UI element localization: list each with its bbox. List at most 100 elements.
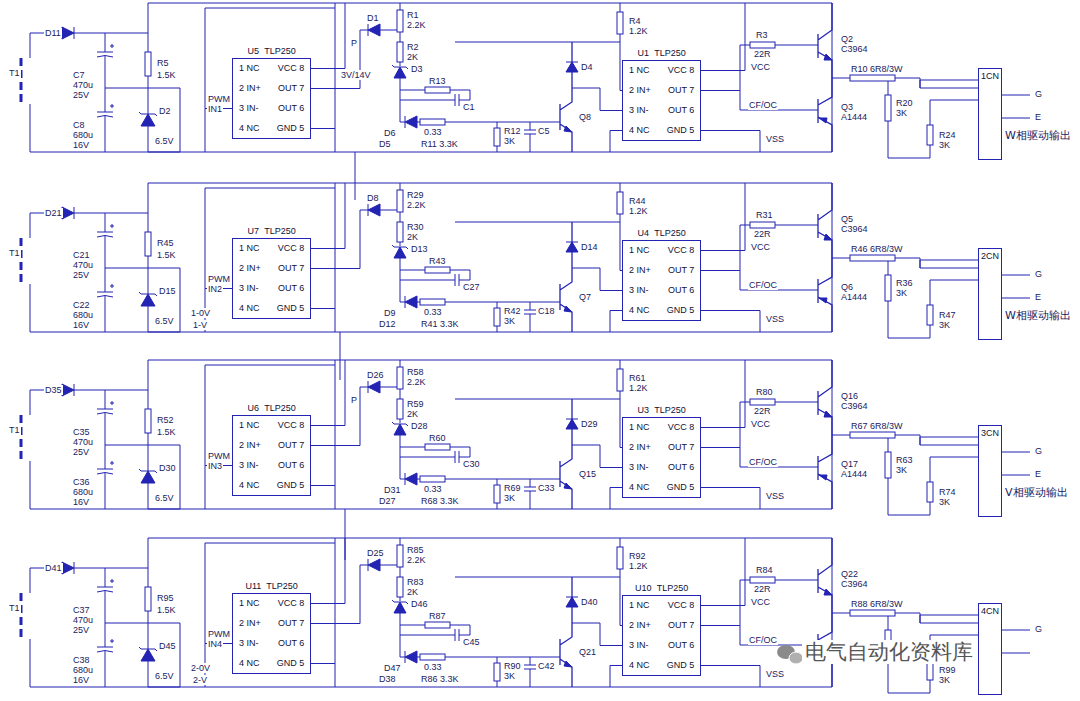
part-label: 470u bbox=[72, 80, 94, 90]
pin-name: GND 5 bbox=[277, 303, 305, 314]
part-label: R43 bbox=[428, 256, 447, 266]
signal-name: W相驱动输出 bbox=[1004, 130, 1072, 142]
output-connector: 4CN bbox=[978, 603, 1002, 695]
net-label: PWM bbox=[207, 274, 231, 284]
pin-name: 3 IN- bbox=[239, 638, 261, 649]
part-label: 0.33 bbox=[423, 662, 443, 672]
pin-grid: 1 NCVCC 82 IN+OUT 73 IN-OUT 64 NCGND 5 bbox=[233, 594, 310, 673]
part-label: Q7 bbox=[578, 292, 592, 302]
part-label: 1.2K bbox=[628, 206, 649, 216]
part-label: D38 bbox=[378, 674, 397, 684]
part-label: 6.5V bbox=[154, 316, 175, 326]
part-label: C42 bbox=[537, 661, 556, 671]
ic-part-number: TLP250 bbox=[264, 46, 296, 57]
part-label: D11 bbox=[44, 28, 62, 38]
part-label: R3 bbox=[755, 30, 769, 40]
pin-name: VCC 8 bbox=[277, 598, 305, 609]
net-label: 3V/14V bbox=[340, 70, 372, 80]
pin-name: OUT 7 bbox=[277, 83, 305, 94]
pin-name: 4 NC bbox=[629, 482, 651, 493]
part-label: 1.2K bbox=[628, 383, 649, 393]
part-label: D45 bbox=[158, 641, 177, 651]
part-label: Q17 bbox=[840, 459, 859, 469]
part-label: D1 bbox=[366, 13, 380, 23]
pin-name: 1 NC bbox=[629, 422, 651, 433]
pin-name: 3 IN- bbox=[239, 103, 261, 114]
optocoupler-ic: U7TLP2501 NCVCC 82 IN+OUT 73 IN-OUT 64 N… bbox=[232, 238, 311, 319]
pin-name: OUT 6 bbox=[667, 640, 695, 651]
ic-heading: U1TLP250 bbox=[638, 48, 686, 59]
net-label: PWM bbox=[207, 94, 231, 104]
net-label: P bbox=[350, 395, 358, 405]
part-label: R20 bbox=[895, 98, 914, 108]
part-label: R88 6R8/3W bbox=[850, 599, 904, 609]
part-label: R83 bbox=[406, 577, 425, 587]
part-label: 3K bbox=[938, 497, 951, 507]
pin-name: OUT 6 bbox=[667, 105, 695, 116]
part-label: VSS bbox=[765, 134, 785, 144]
part-label: D2 bbox=[158, 106, 172, 116]
pin-grid: 1 NCVCC 82 IN+OUT 73 IN-OUT 64 NCGND 5 bbox=[233, 416, 310, 495]
part-label: C22 bbox=[72, 300, 91, 310]
part-label: R13 bbox=[428, 76, 447, 86]
ic-heading: U11TLP250 bbox=[245, 581, 297, 592]
ic-designator: U5 bbox=[248, 46, 260, 57]
pin-name: 4 NC bbox=[239, 303, 261, 314]
part-label: 16V bbox=[72, 497, 90, 507]
pin-name: OUT 7 bbox=[667, 85, 695, 96]
pin-name: OUT 7 bbox=[667, 442, 695, 453]
part-label: T1 bbox=[8, 603, 21, 613]
part-label: 2K bbox=[406, 587, 419, 597]
part-label: Q16 bbox=[840, 391, 859, 401]
connector-name: 2CN bbox=[981, 251, 999, 261]
part-label: R47 bbox=[938, 310, 957, 320]
pin-name: OUT 6 bbox=[277, 460, 305, 471]
part-label: 2K bbox=[406, 232, 419, 242]
pin-name: GND 5 bbox=[667, 482, 695, 493]
pin-name: 1 NC bbox=[629, 245, 651, 256]
net-label: 1-0V bbox=[190, 308, 211, 318]
pin-name: 4 NC bbox=[239, 123, 261, 134]
pin-name: 1 NC bbox=[239, 420, 261, 431]
part-label: D4 bbox=[580, 62, 594, 72]
part-label: CF/OC bbox=[748, 280, 778, 290]
ic-part-number: TLP250 bbox=[654, 405, 686, 416]
pin-name: GND 5 bbox=[277, 658, 305, 669]
part-label: R2 bbox=[406, 42, 420, 52]
pin-name: 1 NC bbox=[629, 65, 651, 76]
pin-name: OUT 7 bbox=[667, 620, 695, 631]
pin-name: 1 NC bbox=[239, 598, 261, 609]
part-label: 3K bbox=[503, 671, 516, 681]
pin-name: 2 IN+ bbox=[239, 83, 261, 94]
ic-part-number: TLP250 bbox=[654, 228, 686, 239]
pin-name: 2 IN+ bbox=[629, 442, 651, 453]
part-label: D8 bbox=[366, 193, 380, 203]
part-label: R5 bbox=[156, 58, 170, 68]
part-label: CF/OC bbox=[748, 100, 778, 110]
part-label: R92 bbox=[628, 551, 647, 561]
part-label: VCC bbox=[750, 62, 771, 72]
pin-name: 2 IN+ bbox=[629, 620, 651, 631]
pin-name: 1 NC bbox=[629, 600, 651, 611]
pin-name: 2 IN+ bbox=[629, 85, 651, 96]
signal-name: V相驱动输出 bbox=[1004, 487, 1069, 499]
pin-name: 4 NC bbox=[629, 660, 651, 671]
part-label: D47 bbox=[383, 663, 402, 673]
part-label: 16V bbox=[72, 675, 90, 685]
part-label: 2.2K bbox=[406, 20, 427, 30]
part-label: C3964 bbox=[840, 401, 869, 411]
pin-name: 4 NC bbox=[629, 125, 651, 136]
ic-part-number: TLP250 bbox=[264, 403, 296, 414]
part-label: 680u bbox=[72, 487, 94, 497]
part-label: C7 bbox=[72, 70, 86, 80]
part-label: R87 bbox=[428, 611, 447, 621]
part-label: C27 bbox=[462, 282, 481, 292]
pin-name: 2 IN+ bbox=[239, 440, 261, 451]
optocoupler-ic: U6TLP2501 NCVCC 82 IN+OUT 73 IN-OUT 64 N… bbox=[232, 415, 311, 496]
pin-grid: 1 NCVCC 82 IN+OUT 73 IN-OUT 64 NCGND 5 bbox=[233, 59, 310, 138]
part-label: R36 bbox=[895, 278, 914, 288]
part-label: 680u bbox=[72, 310, 94, 320]
part-label: R61 bbox=[628, 373, 647, 383]
part-label: D35 bbox=[44, 385, 63, 395]
terminal-name: G bbox=[1034, 446, 1043, 456]
